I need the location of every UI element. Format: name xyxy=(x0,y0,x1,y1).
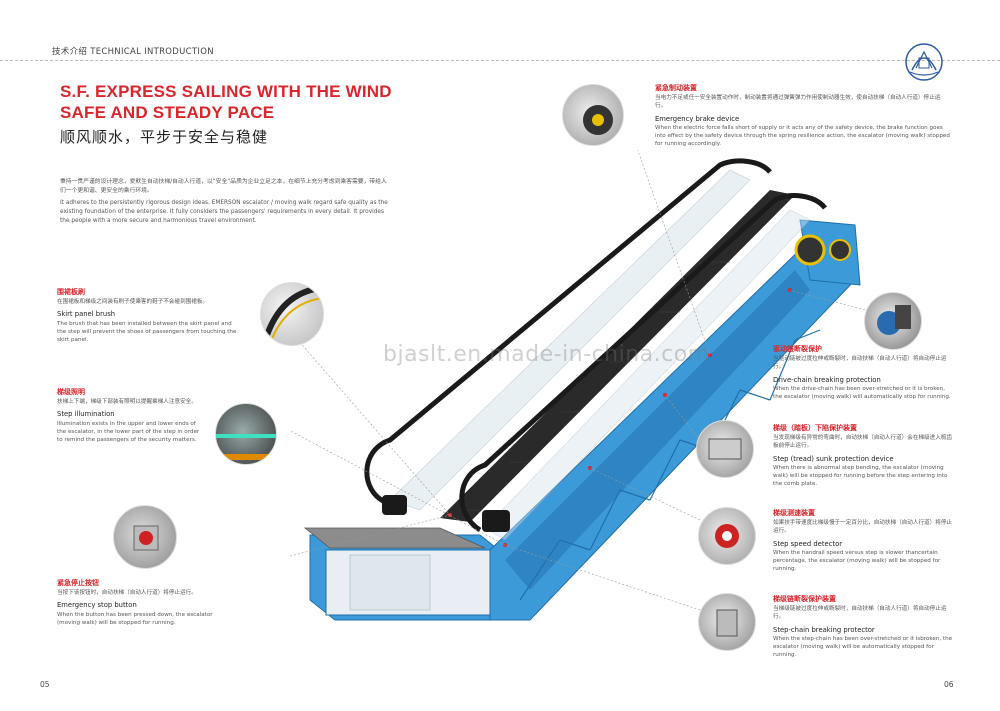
step-illumination-photo xyxy=(215,403,277,465)
feature-cn-desc: 扶梯上下端，梯级下部装有照明以提醒乘梯人注意安全。 xyxy=(57,399,197,406)
feature-cn-title: 驱动链断裂保护 xyxy=(773,345,822,353)
page-title-line2: SAFE AND STEADY PACE xyxy=(60,103,275,122)
feature-skirt-brush: 围裙板刷 在围裙板和梯级之间装有刷子使乘客的鞋子不会碰到围裙板。 Skirt p… xyxy=(57,288,237,344)
feature-en-title: Skirt panel brush xyxy=(57,310,116,319)
speed-detector-photo xyxy=(698,507,756,565)
intro-text: 秉持一贯严谨的设计理念，爱默生自动扶梯/自动人行道，以“安全”品质为企业立足之本… xyxy=(60,178,390,229)
feature-en-title: Step speed detector xyxy=(773,539,843,548)
feature-cn-desc: 在围裙板和梯级之间装有刷子使乘客的鞋子不会碰到围裙板。 xyxy=(57,299,209,306)
feature-cn-title: 梯级照明 xyxy=(57,388,85,396)
feature-emergency-stop: 紧急停止按钮 当按下该按钮时，自动扶梯（自动人行道）将停止运行。 Emergen… xyxy=(57,579,227,627)
feature-en-desc: When the handrail speed versus step is s… xyxy=(773,549,941,573)
feature-cn-title: 紧急制动装置 xyxy=(655,84,697,92)
feature-en-desc: Illumination exists in the upper and low… xyxy=(57,420,200,444)
feature-cn-title: 紧急停止按钮 xyxy=(57,579,99,587)
feature-en-desc: When the button has been pressed down, t… xyxy=(57,611,213,626)
feature-cn-title: 梯级链断裂保护装置 xyxy=(773,595,836,603)
emerson-logo-icon xyxy=(905,43,943,81)
step-sunk-photo xyxy=(696,420,754,478)
page-number-left: 05 xyxy=(40,680,50,689)
emergency-stop-photo xyxy=(113,505,177,569)
feature-step-illumination: 梯级照明 扶梯上下端，梯级下部装有照明以提醒乘梯人注意安全。 Step illu… xyxy=(57,388,205,444)
page-subtitle-cn: 顺风顺水，平步于安全与稳健 xyxy=(60,128,269,146)
feature-en-desc: When there is abnormal step bending, the… xyxy=(773,464,948,488)
feature-cn-title: 围裙板刷 xyxy=(57,288,85,296)
feature-en-title: Emergency stop button xyxy=(57,601,137,610)
feature-cn-title: 梯级测速装置 xyxy=(773,509,815,517)
feature-emergency-brake: 紧急制动装置 当电力不足或任一安全装置动作时，制动装置将通过弹簧弹力作用使制动器… xyxy=(655,84,950,148)
feature-step-sunk: 梯级（踏板）下陷保护装置 当发现梯级有异常的弯曲时，自动扶梯（自动人行道）会在梯… xyxy=(773,424,953,488)
skirt-brush-photo xyxy=(260,282,324,346)
feature-en-title: Drive-chain breaking protection xyxy=(773,375,881,384)
feature-en-desc: The brush that has been installed betwee… xyxy=(57,320,237,344)
brake-device-photo xyxy=(562,84,624,146)
intro-cn: 秉持一贯严谨的设计理念，爱默生自动扶梯/自动人行道，以“安全”品质为企业立足之本… xyxy=(60,179,387,194)
watermark: bjaslt.en.made-in-china.com xyxy=(383,342,710,367)
escalator-illustration xyxy=(290,150,866,621)
intro-en: It adheres to the persistently rigorous … xyxy=(60,200,388,224)
feature-cn-desc: 如果扶手带速度比梯级慢于一定百分比，自动扶梯（自动人行道）将停止运行。 xyxy=(773,520,953,535)
feature-cn-desc: 当梯级链被过度拉伸或断裂时，自动扶梯（自动人行道）将自动停止运行。 xyxy=(773,606,947,621)
feature-cn-desc: 当驱动链被过度拉伸或断裂时，自动扶梯（自动人行道）将自动停止运行。 xyxy=(773,356,947,371)
feature-en-title: Step illumination xyxy=(57,410,115,419)
page-title-line1: S.F. EXPRESS SAILING WITH THE WIND xyxy=(60,82,392,101)
feature-en-desc: When the step-chain has been over-stretc… xyxy=(773,635,953,659)
feature-cn-title: 梯级（踏板）下陷保护装置 xyxy=(773,424,857,432)
feature-speed-detector: 梯级测速装置 如果扶手带速度比梯级慢于一定百分比，自动扶梯（自动人行道）将停止运… xyxy=(773,509,953,573)
feature-step-chain: 梯级链断裂保护装置 当梯级链被过度拉伸或断裂时，自动扶梯（自动人行道）将自动停止… xyxy=(773,595,953,659)
feature-en-desc: When the electric force falls short of s… xyxy=(655,124,950,148)
page-number-right: 06 xyxy=(944,680,954,689)
step-chain-photo xyxy=(698,593,756,651)
feature-en-title: Step (tread) sunk protection device xyxy=(773,454,894,463)
feature-cn-desc: 当电力不足或任一安全装置动作时，制动装置将通过弹簧弹力作用使制动器生效，使自动扶… xyxy=(655,95,941,110)
feature-cn-desc: 当按下该按钮时，自动扶梯（自动人行道）将停止运行。 xyxy=(57,590,197,597)
drive-chain-photo xyxy=(864,292,922,350)
feature-drive-chain: 驱动链断裂保护 当驱动链被过度拉伸或断裂时，自动扶梯（自动人行道）将自动停止运行… xyxy=(773,345,953,401)
header-divider xyxy=(0,60,1000,61)
feature-en-title: Step-chain breaking protector xyxy=(773,625,875,634)
feature-en-desc: When the drive-chain has been over-stret… xyxy=(773,385,951,401)
feature-cn-desc: 当发现梯级有异常的弯曲时，自动扶梯（自动人行道）会在梯级进入梳齿板前停止运行。 xyxy=(773,435,953,450)
feature-en-title: Emergency brake device xyxy=(655,114,740,123)
section-header: 技术介绍 TECHNICAL INTRODUCTION xyxy=(52,47,214,57)
